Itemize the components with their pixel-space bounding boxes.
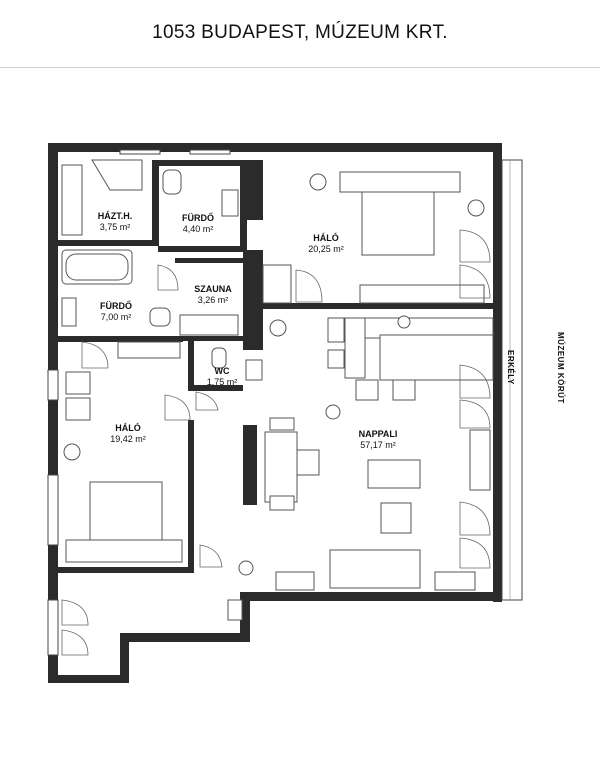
label-furdo-left-name: FÜRDŐ (100, 300, 132, 311)
wall-wc-top (183, 336, 246, 341)
wall-szauna-top (175, 258, 243, 263)
coffee-table (367, 459, 421, 489)
outer-walls (48, 143, 502, 683)
wall-furdo-left-bottom (58, 336, 183, 342)
wall-halo-right (188, 420, 194, 570)
wall-step (240, 592, 250, 642)
balcony-outline (501, 159, 523, 601)
wall-halo-top-bottom (263, 303, 493, 309)
wall-szauna-right (243, 250, 263, 350)
label-halo-top-name: HÁLÓ (313, 232, 339, 243)
interior-walls (58, 160, 493, 573)
wall-stub (290, 303, 296, 309)
wall-bottom-drop (120, 633, 129, 683)
wc-toilet (211, 347, 227, 369)
label-nappali-area: 57,17 m² (360, 440, 396, 450)
label-halo-left-area: 19,42 m² (110, 434, 146, 444)
furniture (61, 159, 494, 621)
label-wc-name: WC (215, 366, 230, 376)
wall-wc-left (188, 341, 194, 391)
label-szauna-area: 3,26 m² (198, 295, 229, 305)
label-furdo-left-area: 7,00 m² (101, 312, 132, 322)
wall-left (48, 143, 58, 683)
wall-halo-bottom (58, 567, 194, 573)
wall-bottom-mid (120, 633, 250, 642)
dining-table (264, 431, 298, 503)
wall-right (493, 152, 502, 602)
toilet-top (162, 169, 182, 195)
label-street: MÚZEUM KÖRÚT (556, 332, 565, 404)
label-furdo-top-name: FÜRDŐ (182, 212, 214, 223)
label-szauna-name: SZAUNA (194, 284, 232, 294)
wall-top (48, 143, 502, 152)
wall-hazt-bottom (58, 240, 158, 246)
label-balcony: ERKÉLY (506, 350, 515, 385)
wall-bottom-left (48, 675, 129, 683)
page-title: 1053 BUDAPEST, MÚZEUM KRT. (152, 22, 448, 43)
header-divider (0, 67, 600, 68)
sofa (329, 549, 421, 589)
doors (61, 229, 491, 656)
label-furdo-top-area: 4,40 m² (183, 224, 214, 234)
label-hazt-area: 3,75 m² (100, 222, 131, 232)
label-halo-top-area: 20,25 m² (308, 244, 344, 254)
wall-furdo-top (158, 160, 243, 166)
wall-wc-bottom (188, 385, 243, 391)
label-halo-left-name: HÁLÓ (115, 422, 141, 433)
wall-furdo-right (240, 160, 247, 250)
pillar-top (247, 160, 263, 220)
wall-furdo-bottom (158, 246, 243, 252)
laundry-unit (91, 159, 143, 191)
label-hazt-name: HÁZT.H. (98, 211, 133, 221)
windows (47, 149, 523, 656)
wall-hazt-right (152, 160, 159, 246)
wall-kitchen-pillar (243, 425, 257, 505)
room-labels: HÁZT.H. 3,75 m² FÜRDŐ 4,40 m² HÁLÓ 20,25… (98, 211, 565, 450)
label-nappali-name: NAPPALI (359, 429, 398, 439)
label-wc-area: 1,75 m² (207, 377, 238, 387)
wall-bottom-right (240, 592, 502, 601)
